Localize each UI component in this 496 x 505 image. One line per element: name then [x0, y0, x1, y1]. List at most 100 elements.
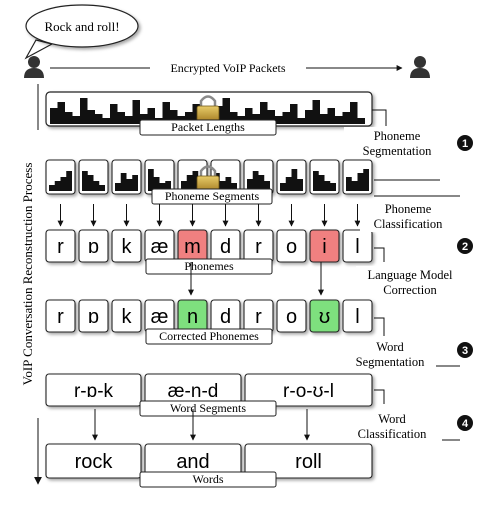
step1-connector — [372, 109, 387, 126]
corrected-phoneme-text: l — [355, 306, 359, 328]
corrected-phoneme-box: r — [45, 299, 76, 333]
phoneme-text: l — [355, 236, 359, 258]
phoneme-text: æ — [151, 236, 169, 258]
corrected-phoneme-box: r — [243, 299, 274, 333]
phoneme-segment-box — [309, 159, 340, 195]
corrected-phoneme-box: ʊ — [309, 299, 340, 333]
phoneme-box: m — [177, 229, 208, 263]
phoneme-text: i — [322, 236, 326, 258]
phoneme-box: d — [210, 229, 241, 263]
step-number-1: 1 — [457, 135, 473, 151]
word-text: and — [176, 451, 209, 473]
vertical-title: VoIP Conversation Reconstruction Process — [20, 163, 35, 386]
corrected-phoneme-text: o — [286, 306, 297, 328]
packet-bars — [50, 98, 365, 124]
corrected-phonemes-label-box — [145, 328, 273, 345]
packet-length-silhouette — [50, 98, 365, 124]
lock-icon-top — [196, 95, 220, 123]
svg-text:1: 1 — [462, 138, 468, 150]
step-classify-line1: Phoneme — [385, 202, 432, 216]
packet-lengths-label: Packet Lengths — [171, 120, 245, 134]
phoneme-box: ɒ — [78, 229, 109, 263]
phoneme-text: ɒ — [88, 236, 99, 258]
phoneme-box: r — [45, 229, 76, 263]
word-segments-label-box — [139, 400, 277, 417]
phoneme-text: m — [184, 236, 201, 258]
phoneme-segment-boxes — [45, 159, 373, 195]
phoneme-text: d — [220, 236, 231, 258]
corrected-phoneme-box: o — [276, 299, 307, 333]
words-label: Words — [192, 472, 223, 486]
phoneme-text: r — [57, 236, 64, 258]
step4-line2: Classification — [358, 427, 427, 441]
word-text: rock — [75, 451, 114, 473]
step1-line1: Phoneme — [374, 129, 421, 143]
step2-connector — [374, 247, 385, 262]
callee-person-icon — [410, 56, 430, 78]
speech-bubble: Rock and roll! — [24, 4, 139, 60]
phoneme-box: æ — [144, 229, 175, 263]
phoneme-segments-label-box — [151, 188, 273, 205]
speech-bubble-text: Rock and roll! — [44, 19, 119, 34]
phoneme-segments-label: Phoneme Segments — [165, 189, 260, 203]
step-number-3: 3 — [457, 342, 473, 358]
phoneme-text: k — [122, 236, 133, 258]
corrected-phoneme-box: n — [177, 299, 208, 333]
corrected-phoneme-text: r — [57, 306, 64, 328]
phoneme-box: i — [309, 229, 340, 263]
svg-text:3: 3 — [462, 345, 468, 357]
top-arrow-label: Encrypted VoIP Packets — [170, 61, 285, 75]
corrected-phoneme-text: ɒ — [88, 306, 99, 328]
phoneme-segment-box — [342, 159, 373, 195]
phoneme-segment-box — [45, 159, 76, 195]
word-box: and — [144, 443, 242, 479]
phonemes-label: Phonemes — [184, 259, 234, 273]
corrected-phonemes-label: Corrected Phonemes — [159, 329, 259, 343]
word-segment-box: æ-n-d — [144, 373, 242, 407]
word-box: rock — [45, 443, 142, 479]
word-segment-text: r-ɒ-k — [74, 381, 114, 402]
word-boxes: rock and roll — [45, 443, 373, 479]
step4-connector — [374, 389, 385, 404]
step3-line2: Segmentation — [356, 355, 425, 369]
word-segment-text: æ-n-d — [168, 381, 219, 402]
phoneme-box: o — [276, 229, 307, 263]
word-segments-label: Word Segments — [170, 401, 246, 415]
phoneme-segment-box — [111, 159, 142, 195]
phoneme-text: r — [255, 236, 262, 258]
step-number-2: 2 — [457, 238, 473, 254]
phoneme-segment-box — [144, 159, 175, 195]
svg-text:2: 2 — [462, 241, 468, 253]
caller-person-icon — [24, 56, 44, 78]
segment-to-phoneme-arrows — [57, 204, 361, 227]
phoneme-segment-box — [78, 159, 109, 195]
corrected-phoneme-box: l — [342, 299, 373, 333]
step-classify-line2: Classification — [374, 217, 443, 231]
corrected-phoneme-box: ɒ — [78, 299, 109, 333]
phonemes-label-box — [145, 258, 273, 275]
phoneme-text: o — [286, 236, 297, 258]
corrected-phoneme-text: k — [122, 306, 133, 328]
word-box: roll — [244, 443, 373, 479]
corrected-phoneme-text: r — [255, 306, 262, 328]
corrected-phoneme-box: d — [210, 299, 241, 333]
corrected-phoneme-box: æ — [144, 299, 175, 333]
phoneme-box: r — [243, 229, 274, 263]
corrected-phoneme-text: n — [187, 306, 198, 328]
packet-lengths-label-box — [139, 119, 277, 136]
svg-text:4: 4 — [462, 418, 469, 430]
phoneme-box: k — [111, 229, 142, 263]
phoneme-box: l — [342, 229, 373, 263]
phoneme-segment-box — [276, 159, 307, 195]
lock-icon-middle — [196, 165, 220, 193]
step3-connector — [374, 317, 385, 336]
step2-line2: Correction — [383, 283, 437, 297]
corrected-phoneme-box: k — [111, 299, 142, 333]
corrected-phoneme-text: d — [220, 306, 231, 328]
step1-line2: Segmentation — [363, 144, 432, 158]
step-number-4: 4 — [457, 415, 473, 431]
